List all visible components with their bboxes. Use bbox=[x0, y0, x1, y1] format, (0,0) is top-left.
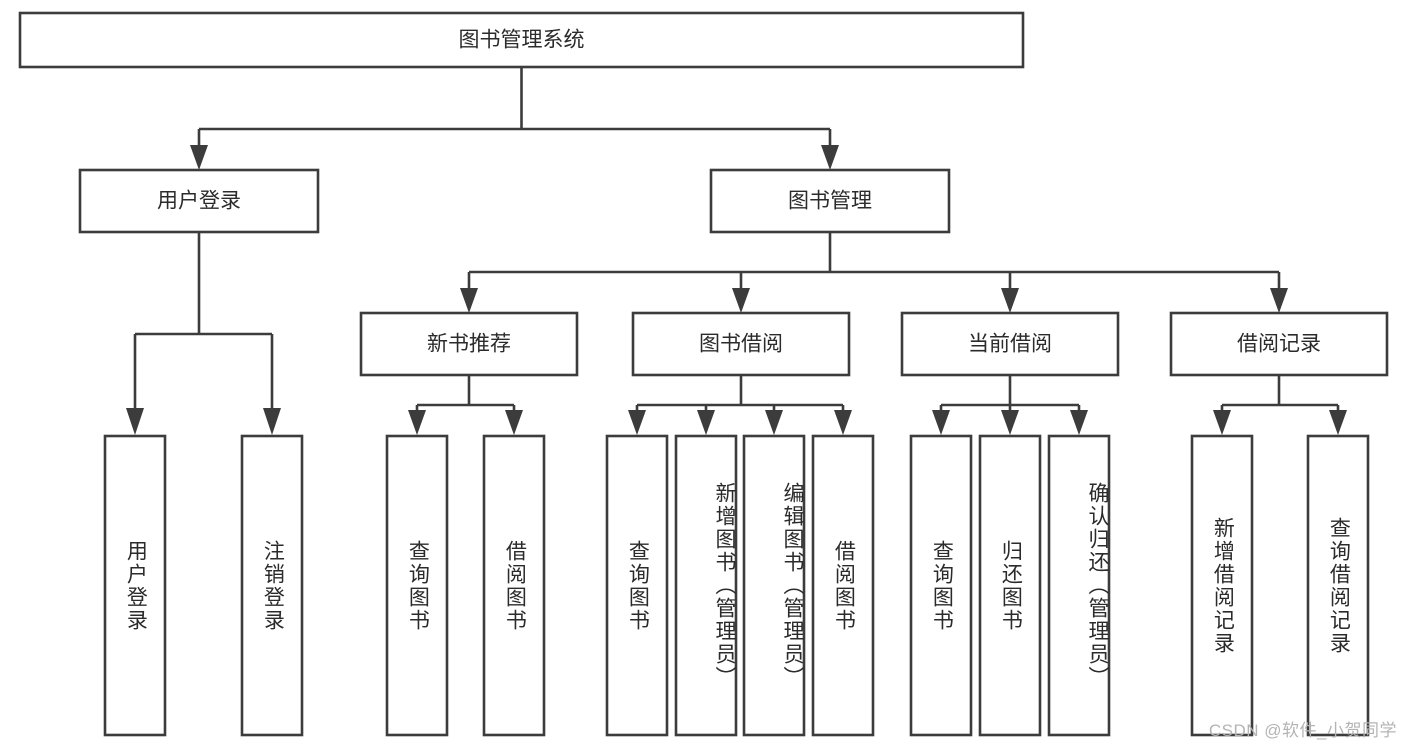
connector-group-bookborrow bbox=[628, 375, 852, 435]
arrow-head-leaf-user-login-2 bbox=[263, 408, 281, 435]
node-label-user-login: 用户登录 bbox=[157, 190, 241, 213]
arrow-head-leaf-currentborrow-3 bbox=[1070, 410, 1088, 435]
connector-group-userlogin bbox=[126, 232, 281, 435]
leaf-box-current-borrow-2[interactable] bbox=[1047, 434, 1111, 737]
arrow-head-leaf-bookborrow-3 bbox=[765, 410, 783, 435]
arrow-head-userlogin bbox=[190, 145, 208, 170]
arrow-head-leaf-currentborrow-1 bbox=[932, 410, 950, 435]
arrow-head-bookmgmt bbox=[821, 145, 839, 170]
arrow-head-leaf-newbook-1 bbox=[408, 410, 426, 435]
leaf-box-new-book-recommend-1[interactable] bbox=[482, 434, 546, 737]
leaf-box-new-book-recommend-0[interactable] bbox=[385, 434, 449, 737]
arrow-head-leaf-borrowrecord-1 bbox=[1213, 410, 1231, 435]
connector-group-newbook bbox=[408, 375, 523, 435]
node-label-borrow-record: 借阅记录 bbox=[1237, 333, 1321, 356]
leaf-box-book-borrow-3[interactable] bbox=[811, 434, 875, 737]
arrow-head-leaf-borrowrecord-2 bbox=[1329, 410, 1347, 435]
leaf-box-user-login-0[interactable] bbox=[103, 434, 167, 737]
arrow-head-leaf-newbook-2 bbox=[505, 410, 523, 435]
csdn-watermark: CSDN @软件_小贺同学 bbox=[1208, 721, 1397, 740]
node-box-book-management[interactable] bbox=[709, 168, 951, 234]
node-box-new-book-recommend[interactable] bbox=[359, 311, 579, 377]
leaf-box-current-borrow-1[interactable] bbox=[978, 434, 1042, 737]
node-box-book-borrow[interactable] bbox=[631, 311, 851, 377]
node-box-user-login[interactable] bbox=[78, 168, 320, 234]
node-label-book-borrow: 图书借阅 bbox=[699, 333, 783, 356]
leaf-box-current-borrow-0[interactable] bbox=[909, 434, 973, 737]
arrow-head-newbook bbox=[460, 288, 478, 313]
arrow-head-bookborrow bbox=[732, 288, 750, 313]
arrow-head-leaf-bookborrow-4 bbox=[834, 410, 852, 435]
node-box-root[interactable] bbox=[18, 11, 1025, 69]
leaf-box-user-login-1[interactable] bbox=[240, 434, 304, 737]
arrow-head-leaf-user-login-1 bbox=[126, 408, 144, 435]
node-label-current-borrow: 当前借阅 bbox=[968, 333, 1052, 356]
connector-group-root bbox=[190, 67, 839, 170]
arrow-head-currentborrow bbox=[1001, 288, 1019, 313]
node-label-book-management: 图书管理 bbox=[788, 190, 872, 213]
connector-group-bookmgmt bbox=[460, 232, 1288, 313]
node-label-root: 图书管理系统 bbox=[459, 29, 585, 52]
arrow-head-leaf-bookborrow-2 bbox=[697, 410, 715, 435]
connector-group-borrowrecord bbox=[1213, 375, 1347, 435]
arrow-head-borrowrecord bbox=[1270, 288, 1288, 313]
node-label-new-book-recommend: 新书推荐 bbox=[427, 333, 511, 356]
leaf-box-borrow-record-0[interactable] bbox=[1190, 434, 1254, 737]
node-box-borrow-record[interactable] bbox=[1169, 311, 1389, 377]
node-box-current-borrow[interactable] bbox=[900, 311, 1120, 377]
connector-group-currentborrow bbox=[932, 375, 1088, 435]
arrow-head-leaf-bookborrow-1 bbox=[628, 410, 646, 435]
leaf-box-book-borrow-2[interactable] bbox=[742, 434, 806, 737]
arrow-head-leaf-currentborrow-2 bbox=[1001, 410, 1019, 435]
leaf-box-borrow-record-1[interactable] bbox=[1306, 434, 1370, 737]
leaf-box-book-borrow-1[interactable] bbox=[674, 434, 738, 737]
leaf-box-book-borrow-0[interactable] bbox=[605, 434, 669, 737]
